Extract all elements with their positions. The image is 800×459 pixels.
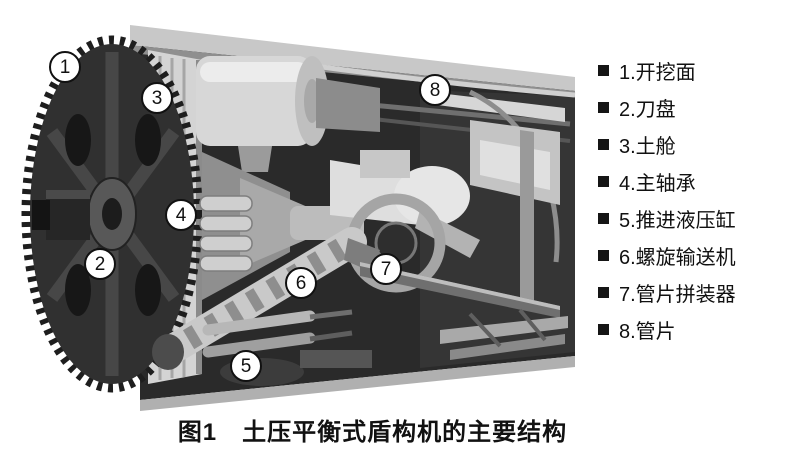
legend-label: 6.螺旋输送机: [619, 247, 736, 269]
callout-marker-6: 6: [285, 267, 317, 299]
figure-caption: 图1 土压平衡式盾构机的主要结构: [177, 419, 568, 446]
legend-item: 4.主轴承: [598, 169, 736, 195]
callout-marker-5: 5: [230, 350, 262, 382]
legend-item: 8.管片: [598, 317, 736, 343]
legend-item: 6.螺旋输送机: [598, 243, 736, 269]
callout-marker-1: 1: [49, 51, 81, 83]
segment-lining: [299, 61, 576, 302]
legend-item: 5.推进液压缸: [598, 206, 736, 232]
legend-label: 7.管片拼装器: [619, 284, 736, 306]
callout-marker-2: 2: [84, 248, 116, 280]
legend-label: 8.管片: [619, 321, 676, 343]
square-bullet-icon: [598, 65, 609, 76]
legend-label: 2.刀盘: [619, 99, 676, 121]
legend-item: 3.土舱: [598, 132, 736, 158]
central-machinery: [330, 150, 480, 258]
legend-item: 2.刀盘: [598, 95, 736, 121]
square-bullet-icon: [598, 250, 609, 261]
square-bullet-icon: [598, 176, 609, 187]
rear-platform: [440, 308, 568, 360]
legend-label: 5.推进液压缸: [619, 210, 736, 232]
belt-conveyor: [360, 262, 560, 318]
legend-label: 1.开挖面: [619, 62, 696, 84]
square-bullet-icon: [598, 213, 609, 224]
callout-marker-4: 4: [165, 199, 197, 231]
square-bullet-icon: [598, 139, 609, 150]
legend-item: 7.管片拼装器: [598, 280, 736, 306]
callout-marker-7: 7: [370, 253, 402, 285]
square-bullet-icon: [598, 324, 609, 335]
callout-marker-3: 3: [141, 82, 173, 114]
legend-item: 1.开挖面: [598, 58, 736, 84]
square-bullet-icon: [598, 102, 609, 113]
legend-label: 3.土舱: [619, 136, 676, 158]
legend-label: 4.主轴承: [619, 173, 696, 195]
callout-marker-8: 8: [419, 74, 451, 106]
drive-motor: [196, 56, 380, 172]
legend: 1.开挖面 2.刀盘 3.土舱 4.主轴承 5.推进液压缸 6.螺旋输送机 7.…: [598, 58, 736, 354]
square-bullet-icon: [598, 287, 609, 298]
cutterhead: [21, 35, 203, 393]
